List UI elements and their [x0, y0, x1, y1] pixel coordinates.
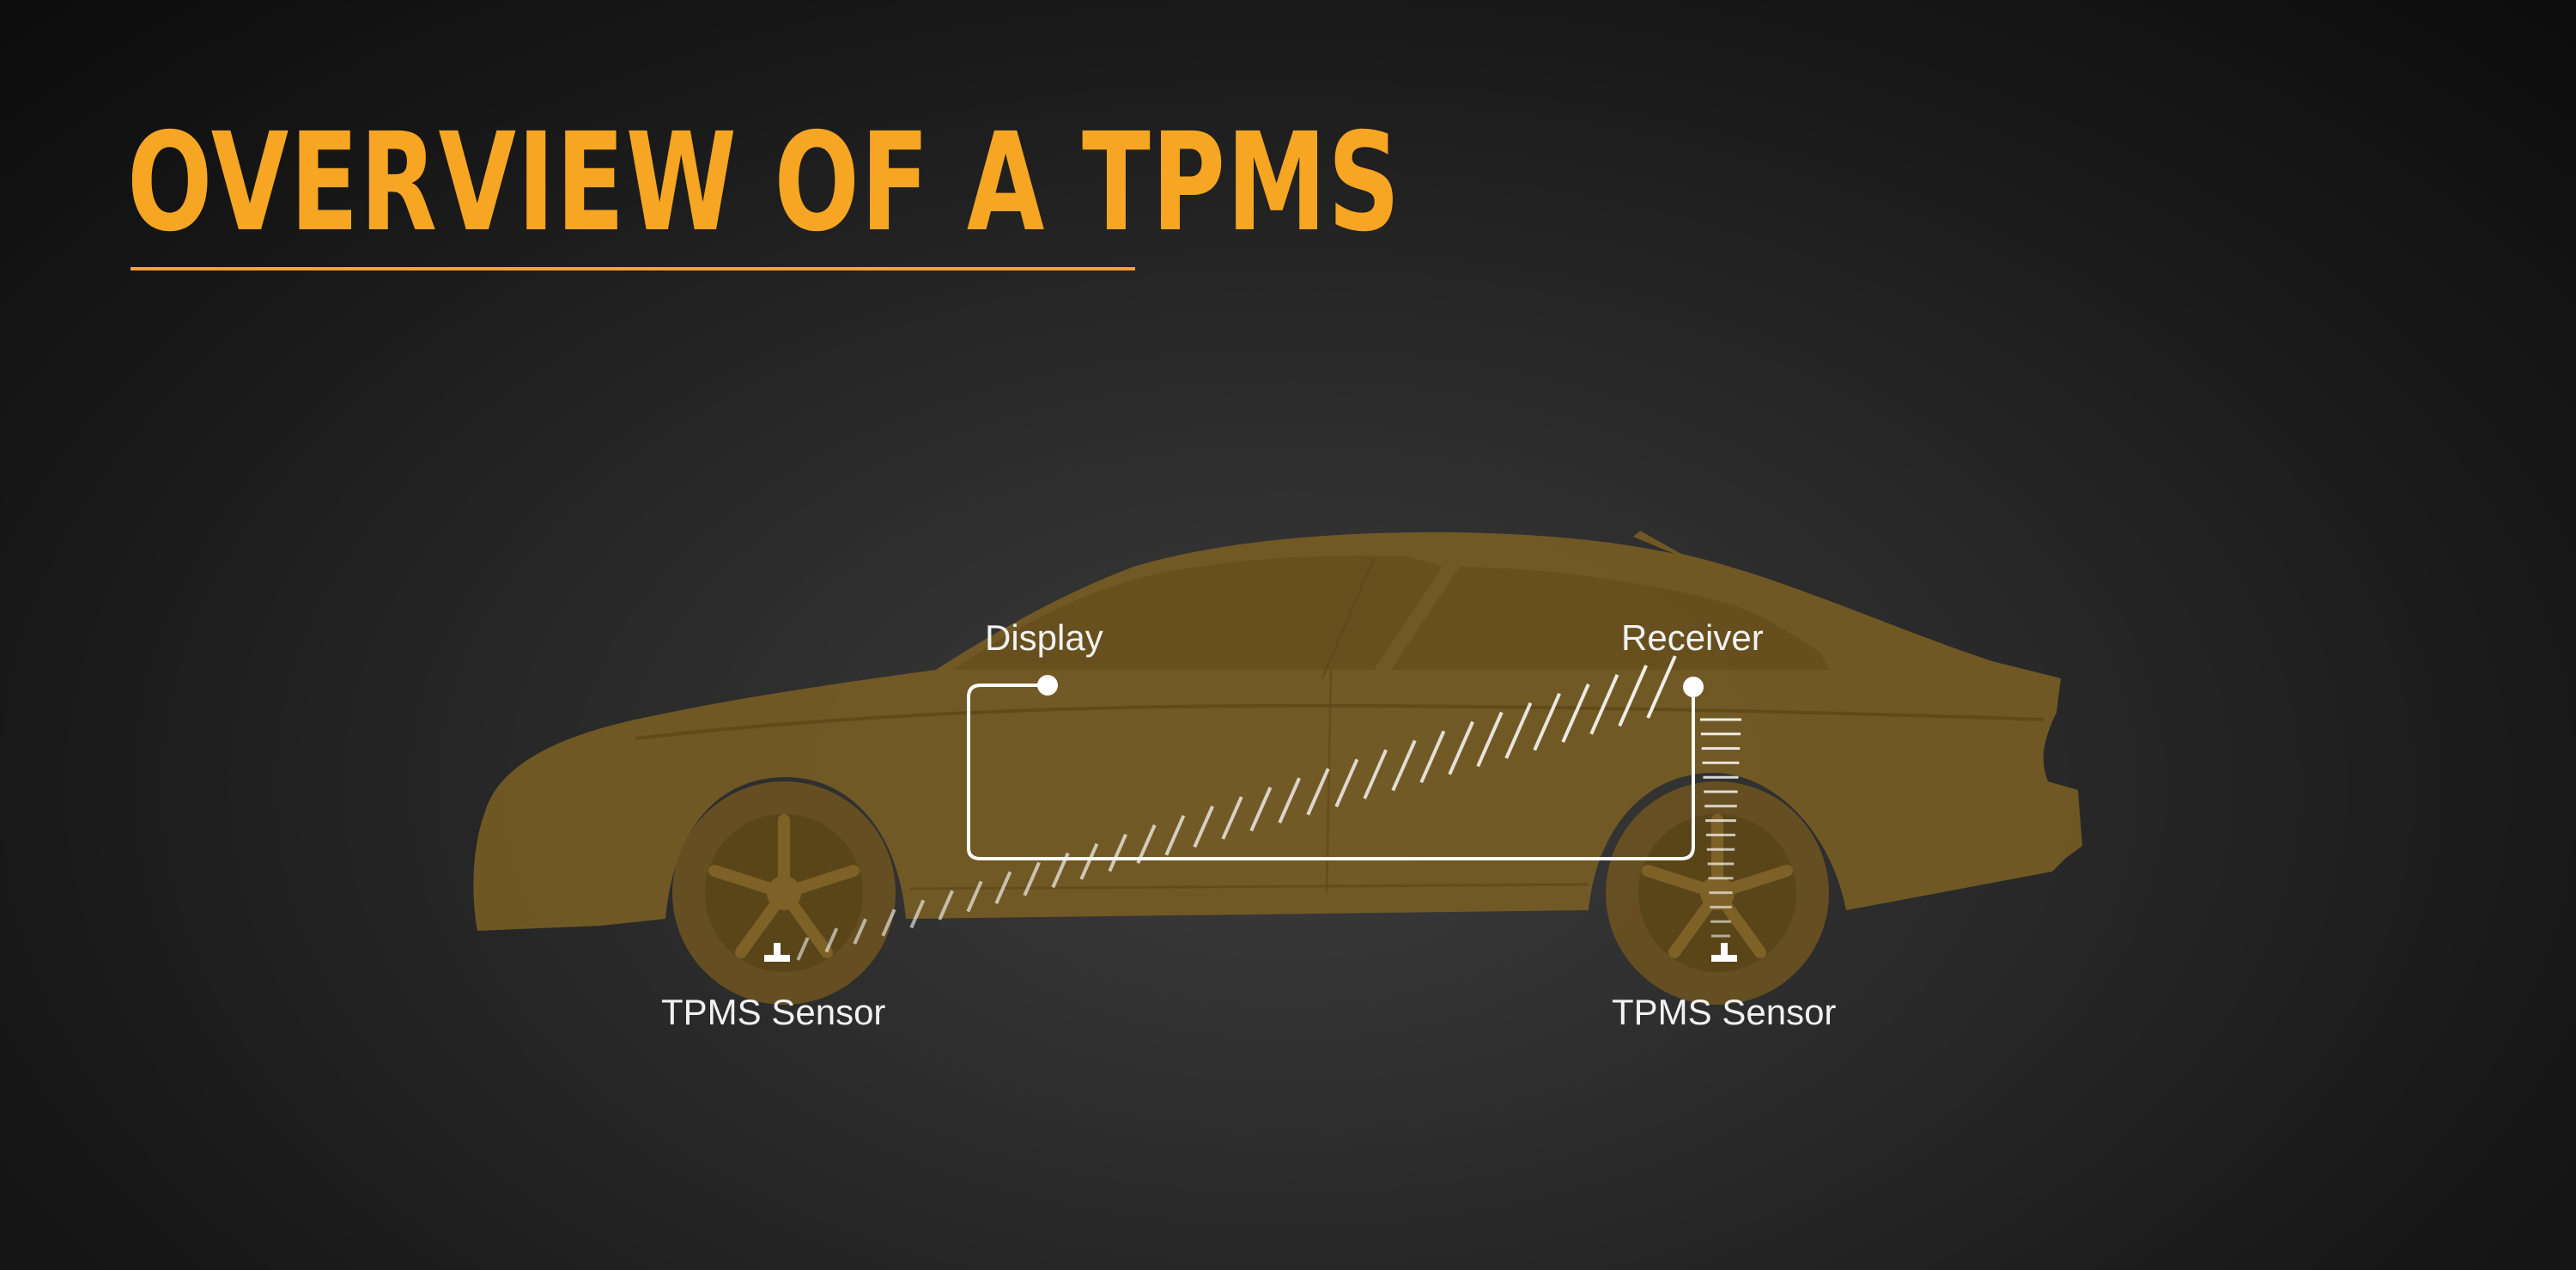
signal-dash: [1306, 768, 1330, 816]
display-dot: [1037, 675, 1058, 696]
display-label: Display: [985, 617, 1103, 658]
signal-dash: [1108, 833, 1127, 872]
signal-dash: [1221, 796, 1243, 840]
car-sill-line: [909, 883, 1589, 890]
signal-dash: [853, 918, 867, 945]
car-silhouette: [473, 531, 2083, 931]
signal-dash: [909, 899, 926, 929]
signal-dash: [938, 890, 954, 921]
car-body-crease: [635, 703, 2044, 740]
display-receiver-connection: [967, 684, 1695, 860]
signal-dash: [1618, 665, 1648, 727]
car-windows: [953, 556, 1829, 670]
signal-dash: [1504, 702, 1533, 759]
receiver-label: Receiver: [1621, 617, 1764, 658]
signal-dash: [1448, 720, 1474, 775]
rear-sensor-label: TPMS Sensor: [1612, 992, 1836, 1032]
front-sensor-icon: [764, 943, 790, 962]
signal-dash: [1589, 674, 1619, 735]
signal-dash: [1193, 805, 1214, 848]
signal-dash: [1561, 683, 1590, 744]
slide-title: OVERVIEW OF A TPMS: [127, 104, 1401, 262]
signal-dash: [1363, 749, 1388, 799]
receiver-dot: [1683, 677, 1704, 697]
signal-dash: [1391, 739, 1417, 792]
title-underline: [131, 267, 1135, 270]
signal-dash: [966, 880, 983, 913]
signal-dash: [796, 937, 810, 961]
signal-dash: [1079, 842, 1099, 880]
signal-dash: [1533, 692, 1561, 751]
signal-dash: [1023, 861, 1041, 896]
rear-sensor-icon: [1711, 943, 1737, 962]
signal-dash: [1334, 758, 1359, 808]
signal-dash: [881, 908, 896, 937]
signal-dash: [1278, 777, 1301, 824]
signal-dash: [1164, 815, 1186, 856]
signal-dash: [994, 871, 1012, 905]
front-sensor-label: TPMS Sensor: [661, 992, 885, 1032]
signal-dash: [1476, 711, 1504, 768]
signal-dash: [1646, 655, 1677, 719]
signal-dash: [1136, 823, 1157, 865]
signal-dash: [1419, 730, 1446, 784]
car-door-lines: [1321, 557, 1376, 894]
rear-sensor-signal-dashes: [1700, 718, 1741, 938]
front-wheel: [672, 781, 896, 1005]
signal-dash: [1249, 787, 1273, 832]
signal-dash: [824, 927, 839, 953]
